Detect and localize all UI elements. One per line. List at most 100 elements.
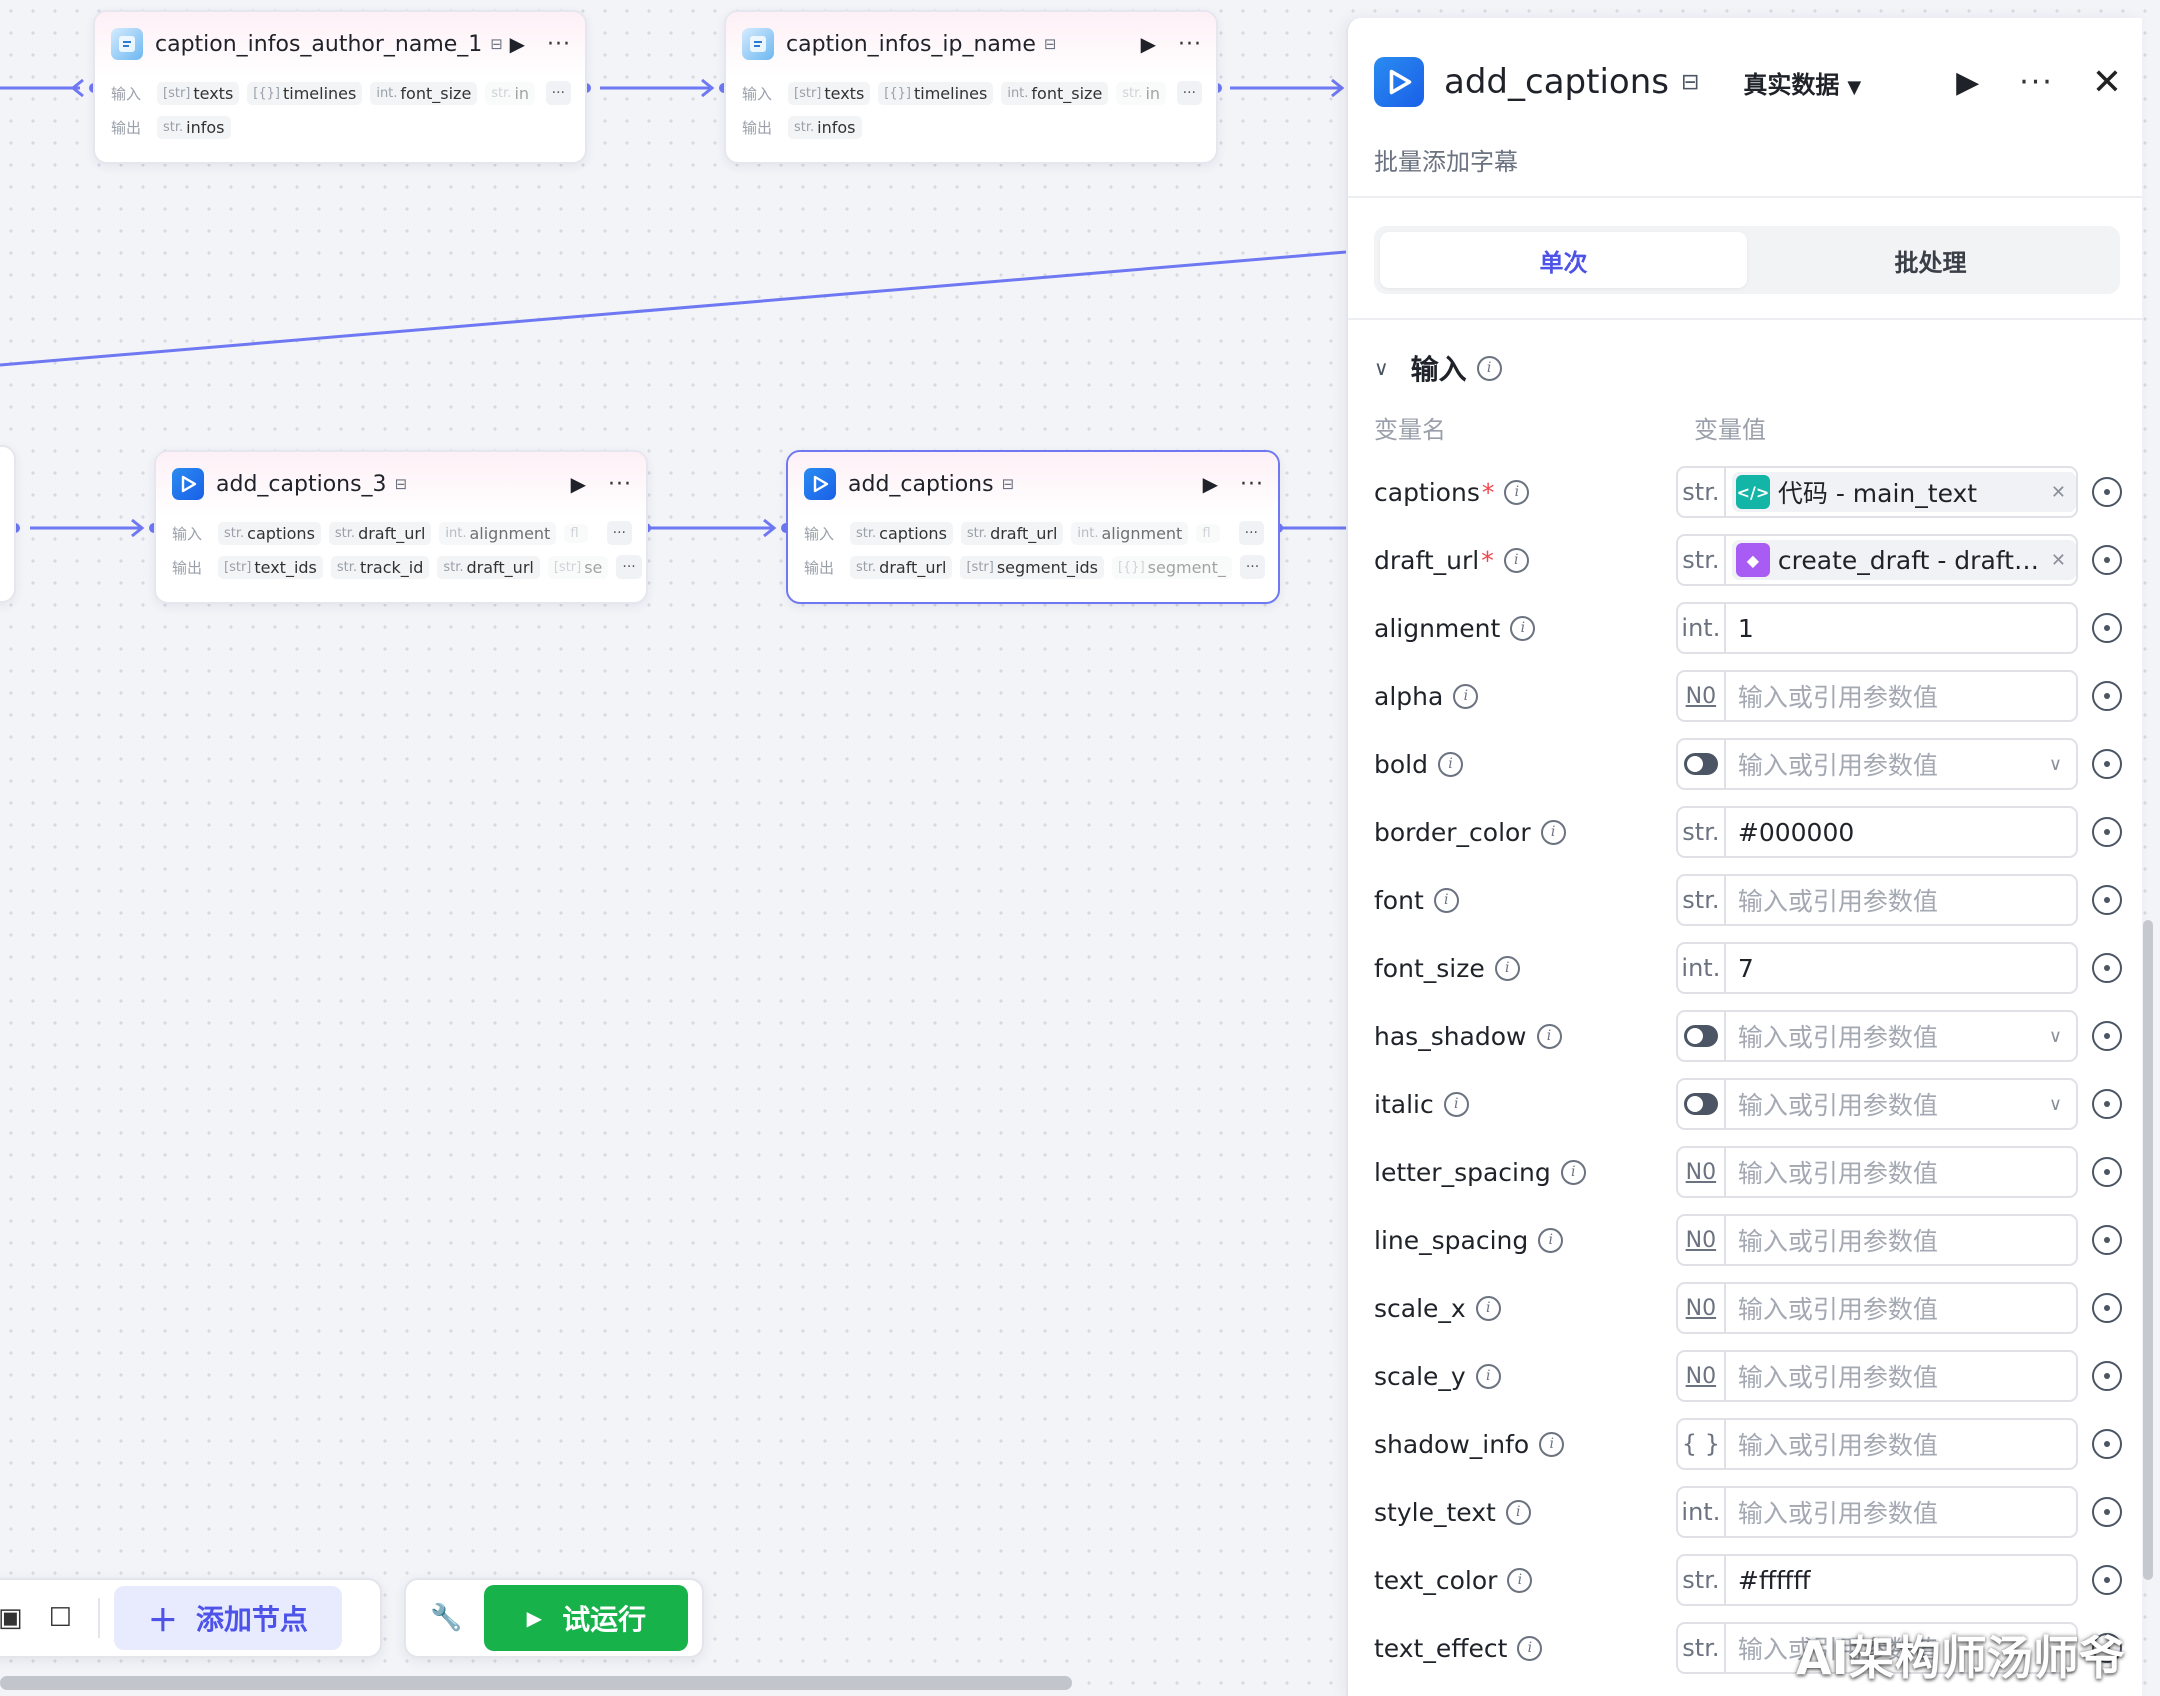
info-icon[interactable]: i — [1504, 479, 1530, 505]
reference-target-icon[interactable] — [2092, 545, 2122, 575]
reference-target-icon[interactable] — [2092, 1633, 2122, 1663]
info-icon[interactable]: i — [1433, 887, 1459, 913]
param-value-box[interactable]: str.输入或引用参数值 — [1675, 874, 2078, 926]
tab-single[interactable]: 单次 — [1380, 232, 1747, 288]
info-icon[interactable]: i — [1505, 1499, 1531, 1525]
reference-target-icon[interactable] — [2092, 681, 2122, 711]
param-value-select[interactable]: 输入或引用参数值 — [1737, 751, 1938, 780]
node-more-button[interactable]: ··· — [1178, 31, 1202, 57]
inputs-more-button[interactable]: ··· — [606, 521, 632, 545]
reference-target-icon[interactable] — [2092, 953, 2122, 983]
reference-target-icon[interactable] — [2092, 1021, 2122, 1051]
info-icon[interactable]: i — [1539, 1431, 1565, 1457]
inputs-more-button[interactable]: ··· — [1238, 521, 1264, 545]
reference-target-icon[interactable] — [2092, 1157, 2122, 1187]
info-icon[interactable]: i — [1510, 615, 1536, 641]
node-run-button[interactable]: ▶ — [1202, 472, 1219, 496]
param-value-input[interactable]: 1 — [1737, 613, 1754, 643]
param-value-box[interactable]: int.输入或引用参数值 — [1675, 1486, 2078, 1538]
reference-chip[interactable]: ◆create_draft - draft_url✕ — [1731, 540, 2076, 580]
info-icon[interactable]: i — [1536, 1023, 1562, 1049]
add-node-button[interactable]: ＋ 添加节点 — [113, 1586, 342, 1650]
info-icon[interactable]: i — [1560, 1159, 1586, 1185]
reference-target-icon[interactable] — [2092, 749, 2122, 779]
param-value-input[interactable]: #000000 — [1737, 817, 1855, 847]
reference-target-icon[interactable] — [2092, 1497, 2122, 1527]
info-icon[interactable]: i — [1538, 1227, 1564, 1253]
reference-target-icon[interactable] — [2092, 1565, 2122, 1595]
param-value-box[interactable]: str.输入或引用参数值 — [1675, 1622, 2078, 1674]
param-value-input[interactable]: 输入或引用参数值 — [1737, 1227, 1938, 1256]
node-more-button[interactable]: ··· — [1240, 471, 1264, 497]
reference-target-icon[interactable] — [2092, 613, 2122, 643]
reference-target-icon[interactable] — [2092, 1225, 2122, 1255]
param-value-input[interactable]: 输入或引用参数值 — [1737, 1159, 1938, 1188]
param-value-input[interactable]: 7 — [1737, 953, 1754, 983]
reference-chip[interactable]: </>代码 - main_text✕ — [1731, 472, 2076, 512]
reference-target-icon[interactable] — [2092, 885, 2122, 915]
param-value-input[interactable]: 输入或引用参数值 — [1737, 1363, 1938, 1392]
data-mode-select[interactable]: 真实数据▼ — [1743, 65, 1861, 100]
reference-target-icon[interactable] — [2092, 1293, 2122, 1323]
reference-target-icon[interactable] — [2092, 477, 2122, 507]
param-value-box[interactable]: 输入或引用参数值∨ — [1675, 1078, 2078, 1130]
reference-target-icon[interactable] — [2092, 817, 2122, 847]
tab-batch[interactable]: 批处理 — [1894, 248, 1967, 277]
param-value-input[interactable]: 输入或引用参数值 — [1737, 887, 1938, 916]
node-more-button[interactable]: ··· — [547, 31, 571, 57]
comment-icon[interactable]: ☐ — [48, 1603, 72, 1633]
type-toggle[interactable] — [1678, 1080, 1726, 1128]
node-run-button[interactable]: ▶ — [570, 472, 587, 496]
info-icon[interactable]: i — [1475, 1295, 1501, 1321]
test-run-button[interactable]: ▶ 试运行 — [484, 1585, 689, 1651]
param-value-box[interactable]: { }输入或引用参数值 — [1675, 1418, 2078, 1470]
param-value-input[interactable]: 输入或引用参数值 — [1737, 1499, 1938, 1528]
inputs-more-button[interactable]: ··· — [545, 81, 571, 105]
node-caption-infos-author-name[interactable]: caption_infos_author_name_1 ⊟ ▶ ··· 输入 [… — [93, 10, 587, 164]
panel-more-button[interactable]: ··· — [2019, 64, 2054, 100]
node-run-button[interactable]: ▶ — [509, 32, 526, 56]
info-icon[interactable]: i — [1540, 819, 1566, 845]
reference-target-icon[interactable] — [2092, 1429, 2122, 1459]
param-value-input[interactable]: 输入或引用参数值 — [1737, 1295, 1938, 1324]
partial-node-left[interactable] — [0, 445, 16, 603]
type-toggle[interactable] — [1678, 1012, 1726, 1060]
param-value-box[interactable]: 输入或引用参数值∨ — [1675, 738, 2078, 790]
info-icon[interactable]: i — [1507, 1567, 1533, 1593]
inputs-more-button[interactable]: ··· — [1176, 81, 1202, 105]
param-value-input[interactable]: 输入或引用参数值 — [1737, 683, 1938, 712]
node-run-button[interactable]: ▶ — [1140, 32, 1157, 56]
panel-run-button[interactable]: ▶ — [1956, 64, 1980, 100]
info-icon[interactable]: i — [1476, 355, 1502, 381]
clear-reference-icon[interactable]: ✕ — [2050, 481, 2066, 503]
wrench-icon[interactable]: 🔧 — [430, 1603, 463, 1633]
info-icon[interactable]: i — [1494, 955, 1520, 981]
param-value-box[interactable]: 输入或引用参数值∨ — [1675, 1010, 2078, 1062]
param-value-box[interactable]: int.1 — [1675, 602, 2078, 654]
image-icon[interactable]: ▣ — [0, 1603, 23, 1633]
close-icon[interactable]: ✕ — [2091, 61, 2122, 103]
clear-reference-icon[interactable]: ✕ — [2050, 549, 2066, 571]
info-icon[interactable]: i — [1517, 1635, 1543, 1661]
outputs-more-button[interactable]: ··· — [1239, 555, 1266, 579]
canvas-horizontal-scrollbar[interactable] — [0, 1676, 1072, 1690]
info-icon[interactable]: i — [1443, 1091, 1469, 1117]
param-value-input[interactable]: #ffffff — [1737, 1565, 1811, 1595]
reference-target-icon[interactable] — [2092, 1361, 2122, 1391]
param-value-input[interactable]: 输入或引用参数值 — [1737, 1635, 1938, 1664]
type-toggle[interactable] — [1678, 740, 1726, 788]
node-add-captions[interactable]: add_captions ⊟ ▶ ··· 输入 str.captions str… — [786, 450, 1280, 604]
info-icon[interactable]: i — [1453, 683, 1479, 709]
param-value-select[interactable]: 输入或引用参数值 — [1737, 1023, 1938, 1052]
info-icon[interactable]: i — [1437, 751, 1463, 777]
info-icon[interactable]: i — [1475, 1363, 1501, 1389]
info-icon[interactable]: i — [1503, 547, 1529, 573]
node-add-captions-3[interactable]: add_captions_3 ⊟ ▶ ··· 输入 str.captions s… — [154, 450, 648, 604]
node-caption-infos-ip-name[interactable]: caption_infos_ip_name ⊟ ▶ ··· 输入 [str]te… — [724, 10, 1218, 164]
reference-target-icon[interactable] — [2092, 1089, 2122, 1119]
